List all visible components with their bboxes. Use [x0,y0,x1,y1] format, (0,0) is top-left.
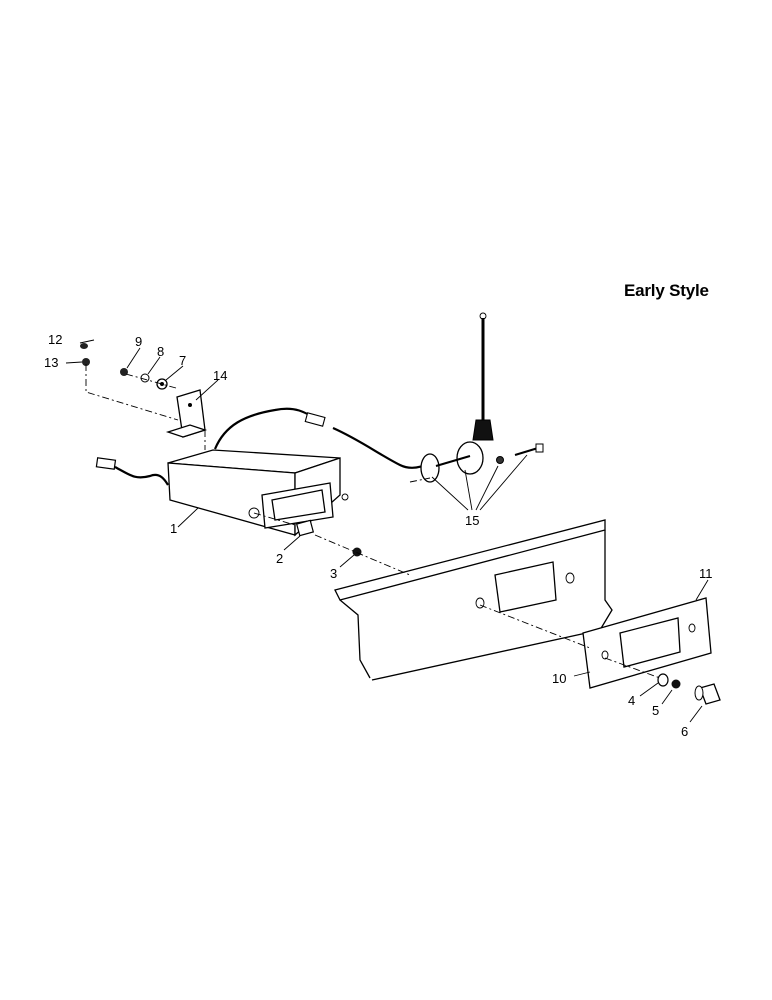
callout-3: 3 [330,566,337,581]
callout-11: 11 [699,566,713,581]
callout-8: 8 [157,344,164,359]
bezel-plate [582,597,712,689]
dash-panel [334,519,613,681]
callout-4: 4 [628,693,635,708]
callout-6: 6 [681,724,688,739]
mounting-bracket [165,389,208,438]
assembly-centerlines [85,364,661,679]
callout-10: 10 [552,671,566,686]
antenna-assembly [420,312,544,483]
leader-lines [65,339,709,723]
callout-labels: 12 13 9 8 7 14 1 2 3 15 11 10 4 5 6 [44,332,713,739]
callout-9: 9 [135,334,142,349]
callout-13: 13 [44,355,58,370]
callout-1: 1 [170,521,177,536]
radio-body [167,449,349,537]
callout-2: 2 [276,551,283,566]
power-lead [95,457,169,486]
callout-5: 5 [652,703,659,718]
callout-14: 14 [213,368,227,383]
callout-12: 12 [48,332,62,347]
diagram-title: Early Style [624,281,709,300]
callout-7: 7 [179,353,186,368]
callout-15: 15 [465,513,479,528]
hardware-parts [80,343,721,705]
